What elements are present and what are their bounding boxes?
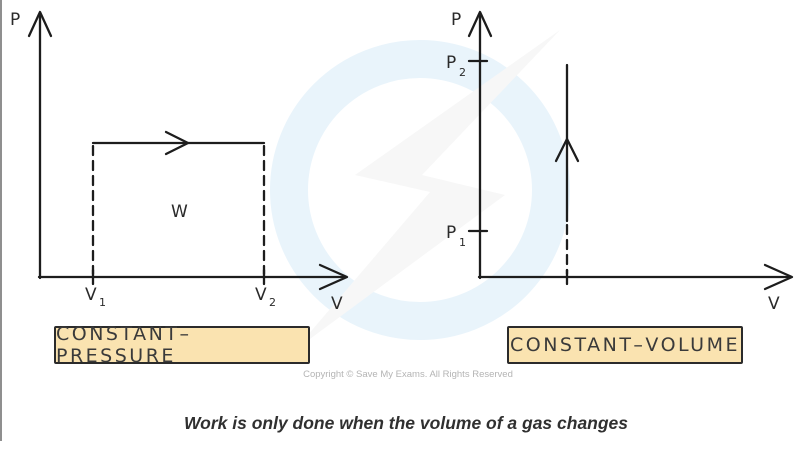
- v1-label: V: [85, 285, 97, 305]
- left-x-axis-arrowhead-icon: [318, 263, 349, 291]
- left-y-axis-arrowhead-icon: [27, 10, 53, 38]
- right-x-axis-label: V: [768, 294, 780, 314]
- work-area-label: W: [171, 202, 188, 222]
- p1-label: P: [446, 223, 456, 243]
- left-y-axis-label: P: [10, 10, 20, 30]
- page-edge-line: [0, 0, 2, 441]
- constant-volume-label-box: CONSTANT–VOLUME: [507, 326, 743, 364]
- v1-label-subscript: 1: [99, 296, 106, 309]
- constant-volume-label: CONSTANT–VOLUME: [509, 334, 740, 356]
- v2-label: V: [255, 285, 267, 305]
- constant-pressure-diagram: P W V 1 V 2 V: [10, 10, 349, 314]
- constant-pressure-label-box: CONSTANT–PRESSURE: [54, 323, 310, 367]
- figure-caption: Work is only done when the volume of a g…: [183, 413, 629, 433]
- p2-label-subscript: 2: [459, 66, 466, 79]
- process-arrow-up-icon: [554, 137, 580, 163]
- copyright-text: Copyright © Save My Exams. All Rights Re…: [303, 369, 513, 380]
- constant-volume-diagram: P P 2 P 1 V: [446, 10, 794, 314]
- left-x-axis-label: V: [331, 294, 343, 314]
- v2-label-subscript: 2: [269, 296, 276, 309]
- right-y-axis-arrowhead-icon: [467, 10, 493, 38]
- right-x-axis-arrowhead-icon: [763, 263, 794, 291]
- right-y-axis-label: P: [451, 10, 461, 30]
- p2-label: P: [446, 53, 456, 73]
- p1-label-subscript: 1: [459, 236, 466, 249]
- constant-pressure-label: CONSTANT–PRESSURE: [56, 323, 192, 367]
- process-arrow-right-icon: [164, 130, 190, 156]
